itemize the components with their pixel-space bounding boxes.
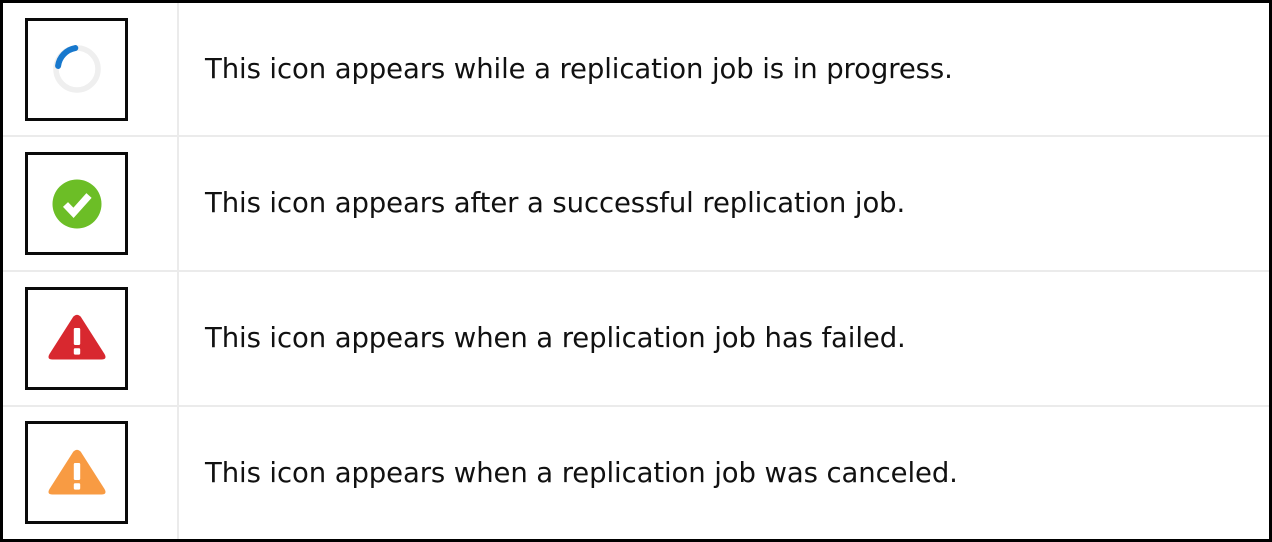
replication-canceled-warning-icon xyxy=(48,449,105,495)
row-description: This icon appears when a replication job… xyxy=(178,269,1269,406)
table-row: This icon appears while a replication jo… xyxy=(3,3,1269,137)
legend-table-body: This icon appears while a replication jo… xyxy=(3,3,1269,539)
icon-cell xyxy=(3,269,179,406)
row-description: This icon appears after a successful rep… xyxy=(178,135,1269,271)
icon-frame xyxy=(25,17,128,121)
icon-cell xyxy=(3,3,179,137)
table-row: This icon appears after a successful rep… xyxy=(3,135,1269,271)
table-row: This icon appears when a replication job… xyxy=(3,269,1269,406)
replication-failed-warning-icon xyxy=(48,315,105,360)
replication-in-progress-spinner-icon xyxy=(52,45,101,93)
icon-cell xyxy=(3,404,179,539)
row-description: This icon appears when a replication job… xyxy=(178,404,1269,539)
icon-frame xyxy=(25,286,128,390)
row-description: This icon appears while a replication jo… xyxy=(205,52,953,85)
icon-cell xyxy=(3,135,179,271)
icon-frame xyxy=(25,421,128,525)
table-row: This icon appears when a replication job… xyxy=(3,404,1269,539)
icon-frame xyxy=(25,152,128,256)
icon-legend-table: This icon appears while a replication jo… xyxy=(3,3,1269,539)
replication-success-check-icon xyxy=(52,179,101,229)
